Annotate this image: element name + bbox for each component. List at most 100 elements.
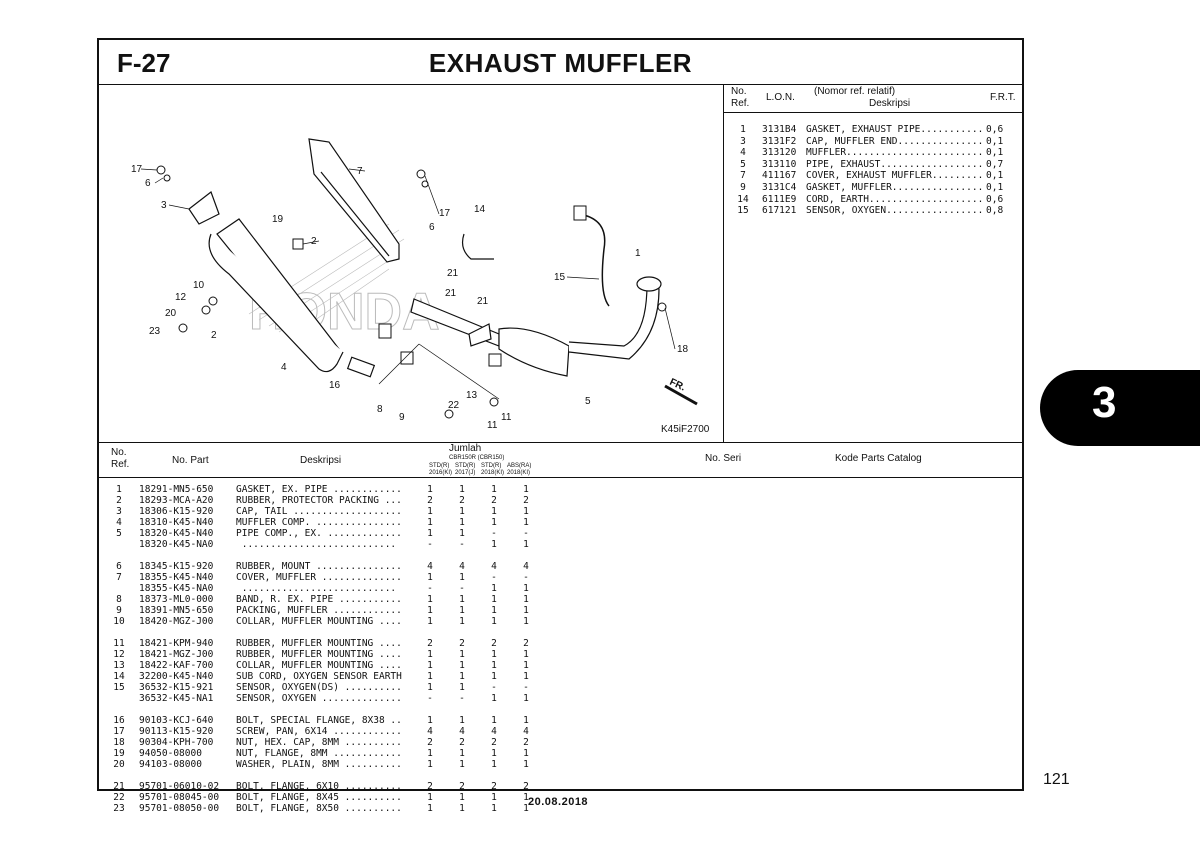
part-cell-qty: 4 bbox=[459, 726, 465, 737]
part-cell-part: 94103-08000 bbox=[139, 759, 202, 770]
part-cell-qty: 1 bbox=[523, 715, 529, 726]
lon-cell-ref: 15 bbox=[737, 205, 749, 217]
callout-label: 4 bbox=[281, 362, 287, 373]
part-cell-qty: 1 bbox=[523, 484, 529, 495]
part-cell-qty: 1 bbox=[523, 803, 529, 814]
part-cell-part: 32200-K45-N40 bbox=[139, 671, 214, 682]
part-cell-desc: NUT, HEX. CAP, 8MM .......... bbox=[236, 737, 402, 748]
part-cell-qty: 1 bbox=[459, 605, 465, 616]
part-cell-desc: MUFFLER COMP. ............... bbox=[236, 517, 402, 528]
part-cell-qty: - bbox=[427, 539, 433, 550]
part-cell-ref: 17 bbox=[113, 726, 125, 737]
parts-col-jumlah: Jumlah bbox=[449, 443, 482, 454]
part-cell-qty: 4 bbox=[491, 561, 497, 572]
part-cell-ref: 2 bbox=[116, 495, 122, 506]
callout-label: 17 bbox=[439, 208, 451, 219]
part-cell-qty: - bbox=[523, 572, 529, 583]
part-cell-qty: 4 bbox=[523, 561, 529, 572]
part-cell-qty: 1 bbox=[523, 594, 529, 605]
part-cell-qty: 1 bbox=[491, 605, 497, 616]
part-cell-qty: 1 bbox=[523, 506, 529, 517]
part-cell-part: 95701-08050-00 bbox=[139, 803, 220, 814]
part-cell-qty: 1 bbox=[459, 506, 465, 517]
part-cell-qty: 1 bbox=[491, 759, 497, 770]
part-cell-qty: 1 bbox=[523, 748, 529, 759]
callout-label: 3 bbox=[161, 200, 167, 211]
part-cell-ref: 3 bbox=[116, 506, 122, 517]
small-parts bbox=[156, 165, 667, 419]
part-cell-desc: COVER, MUFFLER .............. bbox=[236, 572, 402, 583]
part-cell-qty: 1 bbox=[491, 715, 497, 726]
part-cell-qty: 2 bbox=[459, 495, 465, 506]
lon-cell-ref: 5 bbox=[740, 158, 746, 170]
part-cell-qty: 2 bbox=[427, 737, 433, 748]
part-cell-desc: BOLT, FLANGE, 8X50 .......... bbox=[236, 803, 402, 814]
section-code: F-27 bbox=[117, 48, 171, 78]
lon-cell-frt: 0,8 bbox=[986, 205, 1004, 217]
part-cell-qty: 1 bbox=[459, 528, 465, 539]
figure-code: K45iF2700 bbox=[661, 424, 710, 435]
callout-label: 2 bbox=[211, 330, 217, 341]
lon-header: No. Ref. L.O.N. (Nomor ref. relatif) Des… bbox=[724, 84, 1024, 113]
callout-label: 12 bbox=[175, 292, 187, 303]
lon-cell-desc: GASKET, EXHAUST PIPE........... bbox=[806, 124, 984, 135]
part-cell-part: 90103-KCJ-640 bbox=[139, 715, 214, 726]
part-cell-ref bbox=[99, 539, 139, 550]
parts-header: No. Ref. No. Part Deskripsi Jumlah CBR15… bbox=[99, 442, 1022, 478]
part-cell-qty: 1 bbox=[427, 594, 433, 605]
leader-lines bbox=[140, 168, 676, 400]
part-cell-qty: 4 bbox=[427, 561, 433, 572]
parts-col-seri: No. Seri bbox=[705, 453, 742, 464]
diagram-svg: HONDA bbox=[131, 138, 710, 435]
exhaust-pipe-drawing bbox=[410, 276, 662, 377]
part-cell-ref: 18 bbox=[113, 737, 125, 748]
part-cell-qty: 1 bbox=[427, 528, 433, 539]
part-cell-qty: 1 bbox=[491, 671, 497, 682]
part-cell-qty: 1 bbox=[427, 605, 433, 616]
part-cell-qty: 2 bbox=[491, 737, 497, 748]
part-cell-ref: 21 bbox=[113, 781, 125, 792]
lon-cell-lon: 313110 bbox=[762, 158, 797, 170]
part-cell-qty: 2 bbox=[523, 737, 529, 748]
lon-cell-desc: GASKET, MUFFLER................ bbox=[806, 181, 984, 193]
part-cell-qty: 2 bbox=[491, 495, 497, 506]
part-cell-ref: 11 bbox=[113, 638, 125, 649]
part-cell-qty: 1 bbox=[427, 682, 433, 693]
part-cell-part: 18320-K45-NA0 bbox=[139, 539, 214, 550]
print-date: 20.08.2018 bbox=[528, 796, 589, 808]
part-cell-part: 90304-KPH-700 bbox=[139, 737, 214, 748]
lon-cell-frt: 0,1 bbox=[986, 170, 1004, 182]
lon-cell-frt: 0,1 bbox=[986, 181, 1004, 193]
section-tab-number: 3 bbox=[1092, 378, 1117, 427]
lon-cell-desc: CORD, EARTH.................... bbox=[806, 193, 984, 205]
lon-cell-ref: 1 bbox=[740, 124, 746, 135]
part-cell-ref: 15 bbox=[113, 682, 125, 693]
part-cell-part: 18421-KPM-940 bbox=[139, 638, 214, 649]
part-cell-desc: PACKING, MUFFLER ............ bbox=[236, 605, 402, 616]
part-cell-qty: 1 bbox=[491, 484, 497, 495]
lon-cell-ref: 9 bbox=[740, 181, 746, 193]
jumlah-q1-year: 2016(KI) bbox=[429, 470, 453, 476]
part-cell-qty: 1 bbox=[491, 803, 497, 814]
part-cell-qty: 1 bbox=[491, 517, 497, 528]
lon-table: No. Ref. L.O.N. (Nomor ref. relatif) Des… bbox=[724, 84, 1024, 442]
callout-label: 10 bbox=[193, 280, 205, 291]
part-cell-desc: BAND, R. EX. PIPE ........... bbox=[236, 594, 402, 605]
part-cell-qty: 2 bbox=[523, 781, 529, 792]
part-cell-qty: 2 bbox=[427, 495, 433, 506]
